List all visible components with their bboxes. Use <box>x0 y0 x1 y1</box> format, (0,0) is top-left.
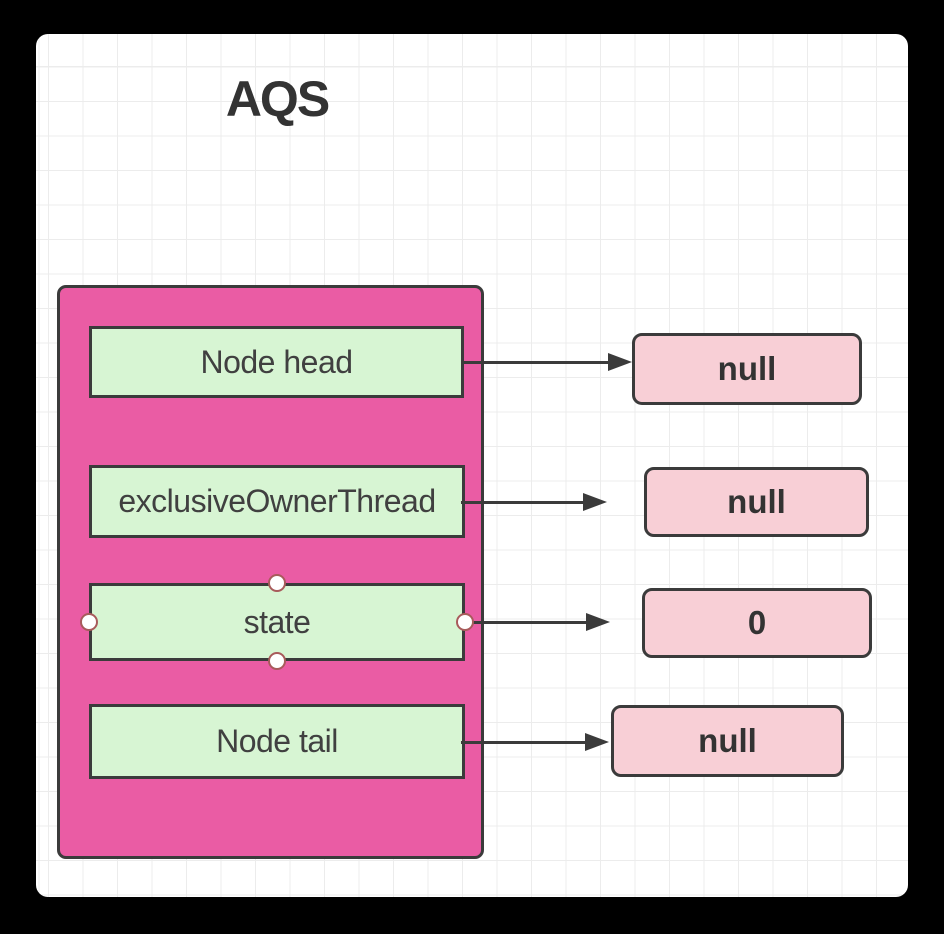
field-label-state: state <box>243 603 311 640</box>
field-label-node-tail: Node tail <box>216 723 338 759</box>
field-shape-node-head[interactable]: Node head <box>89 326 464 398</box>
value-shape-state[interactable]: 0 <box>642 588 872 658</box>
arrow-state[interactable] <box>465 613 610 631</box>
arrow-line <box>461 740 587 744</box>
arrow-line <box>461 500 585 504</box>
value-label-node-tail: null <box>698 722 757 759</box>
arrow-head-icon <box>585 733 609 751</box>
diagram-canvas[interactable]: AQS Node head null exclusiveOwnerThread … <box>36 34 908 897</box>
connection-handle-top-icon[interactable] <box>267 573 286 592</box>
arrow-head-icon <box>586 613 610 631</box>
field-label-node-head: Node head <box>200 343 353 380</box>
connection-handle-right-icon[interactable] <box>455 612 474 631</box>
connection-handle-bottom-icon[interactable] <box>267 651 286 670</box>
field-shape-exclusive-owner-thread[interactable]: exclusiveOwnerThread <box>89 465 465 538</box>
value-shape-node-tail[interactable]: null <box>611 705 844 777</box>
arrow-exclusive-owner-thread[interactable] <box>461 493 607 511</box>
value-shape-node-head[interactable]: null <box>632 333 862 405</box>
arrow-node-tail[interactable] <box>461 733 609 751</box>
arrow-head-icon <box>583 493 607 511</box>
value-label-state: 0 <box>747 604 767 641</box>
value-label-exclusive-owner-thread: null <box>727 483 786 520</box>
value-label-node-head: null <box>717 350 777 387</box>
arrow-node-head[interactable] <box>461 353 632 371</box>
arrow-line <box>465 620 588 624</box>
field-shape-state[interactable]: state <box>89 583 465 661</box>
arrow-head-icon <box>608 353 632 371</box>
field-label-exclusive-owner-thread: exclusiveOwnerThread <box>118 483 436 519</box>
value-shape-exclusive-owner-thread[interactable]: null <box>644 467 869 537</box>
diagram-title[interactable]: AQS <box>225 71 330 127</box>
arrow-line <box>461 360 610 364</box>
connection-handle-left-icon[interactable] <box>79 612 98 631</box>
field-shape-node-tail[interactable]: Node tail <box>89 704 465 779</box>
